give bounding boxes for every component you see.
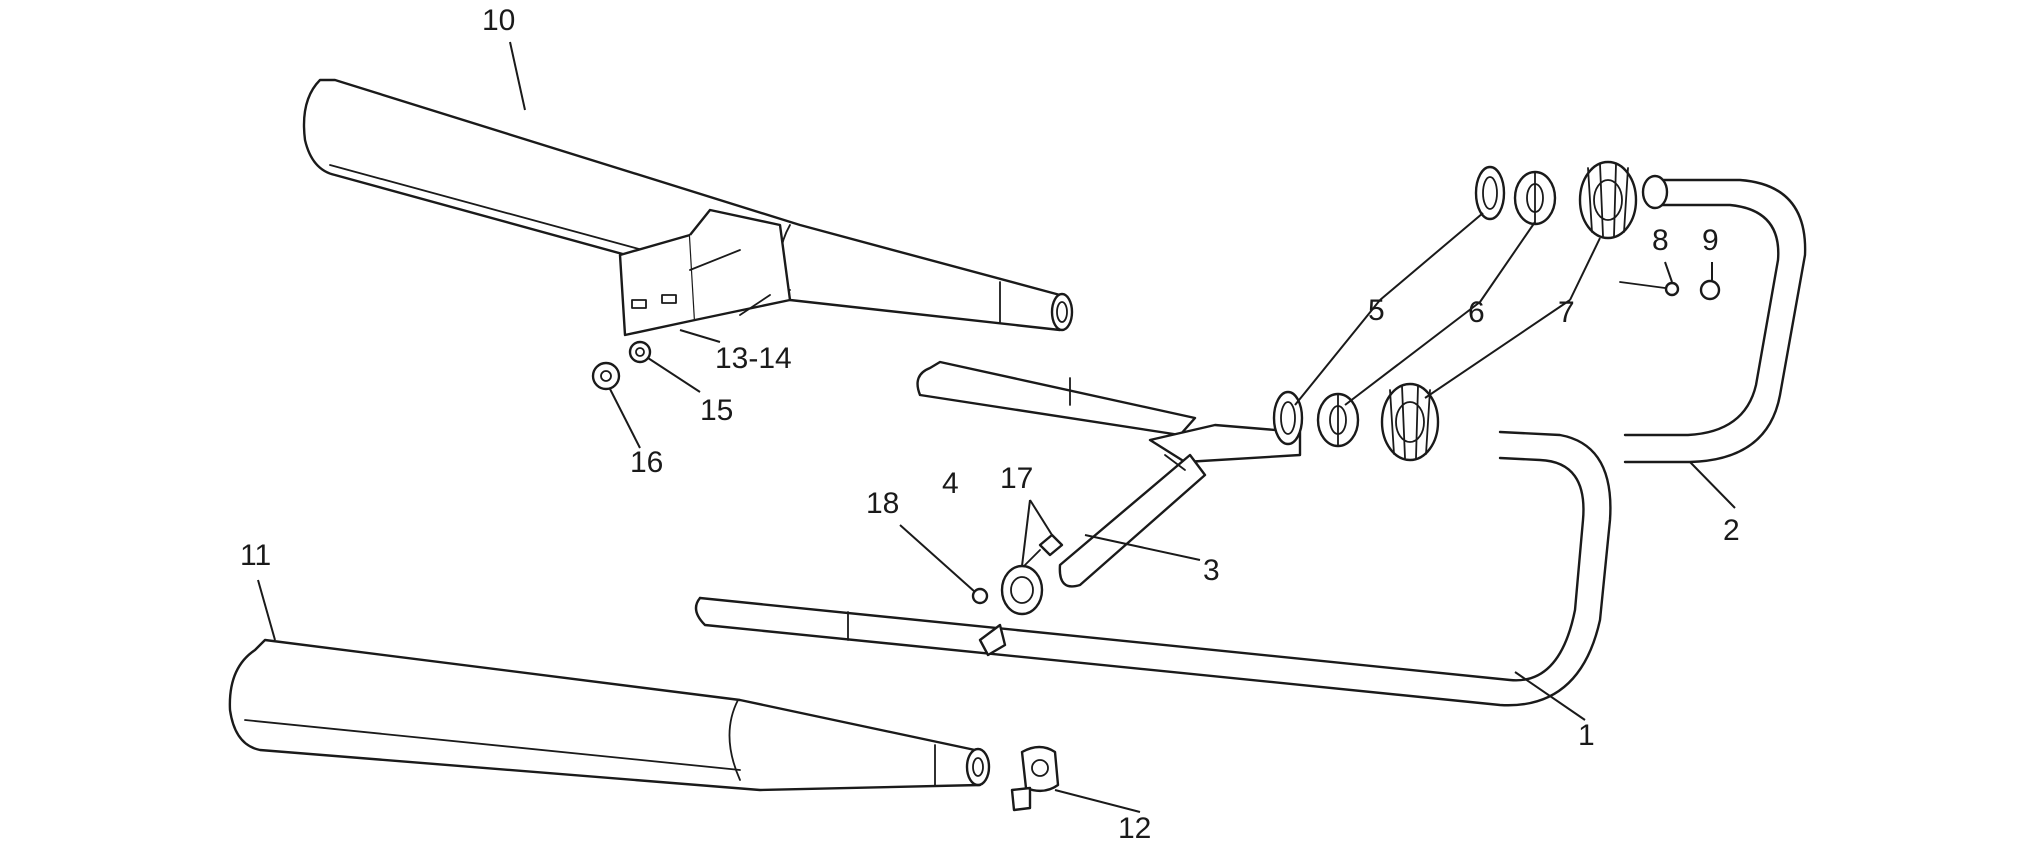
part-7-ring-nut-lower <box>1380 382 1440 462</box>
part-12-clamp <box>1010 745 1060 812</box>
callout-4: 4 <box>942 467 959 500</box>
part-7-ring-nut-upper <box>1578 160 1638 240</box>
callout-11: 11 <box>240 539 271 572</box>
callout-2: 2 <box>1723 514 1740 547</box>
callout-8: 8 <box>1652 224 1669 257</box>
callout-3: 3 <box>1203 554 1220 587</box>
callout-13-14: 13-14 <box>715 342 792 375</box>
callout-1: 1 <box>1578 719 1595 752</box>
part-2-exhaust-pipe <box>1623 174 1807 464</box>
callout-labels: 10 11 1 2 3 4 5 6 7 8 9 12 13-14 15 16 1… <box>240 4 1740 841</box>
callout-9: 9 <box>1702 224 1719 257</box>
part-1-exhaust-pipe <box>694 430 1612 707</box>
callout-12: 12 <box>1118 812 1151 841</box>
callout-7: 7 <box>1558 296 1575 329</box>
part-6-split-ring-lower <box>1316 392 1360 448</box>
part-16-nut <box>591 361 621 391</box>
part-17-bolt <box>1024 533 1064 566</box>
callout-15: 15 <box>700 394 733 427</box>
leader-lines <box>257 41 1736 813</box>
callout-18: 18 <box>866 487 899 520</box>
part-3-crossover-pipe <box>916 360 1302 588</box>
part-9-nut <box>1699 279 1721 301</box>
part-10-upper-muffler <box>302 78 1074 332</box>
part-11-lower-muffler <box>228 638 991 792</box>
part-5-gasket-lower <box>1272 390 1304 446</box>
part-13-14-bracket <box>618 208 792 337</box>
callout-5: 5 <box>1368 294 1385 327</box>
callout-17: 17 <box>1000 462 1033 495</box>
callout-16: 16 <box>630 446 663 479</box>
part-18-nut <box>971 587 989 605</box>
callout-6: 6 <box>1468 296 1485 329</box>
part-8-stud <box>1619 281 1680 297</box>
part-5-gasket-upper <box>1474 165 1506 221</box>
part-4-clamp <box>978 564 1044 657</box>
callout-10: 10 <box>482 4 515 37</box>
part-15-washer <box>628 340 652 364</box>
part-6-split-ring-upper <box>1513 170 1557 226</box>
